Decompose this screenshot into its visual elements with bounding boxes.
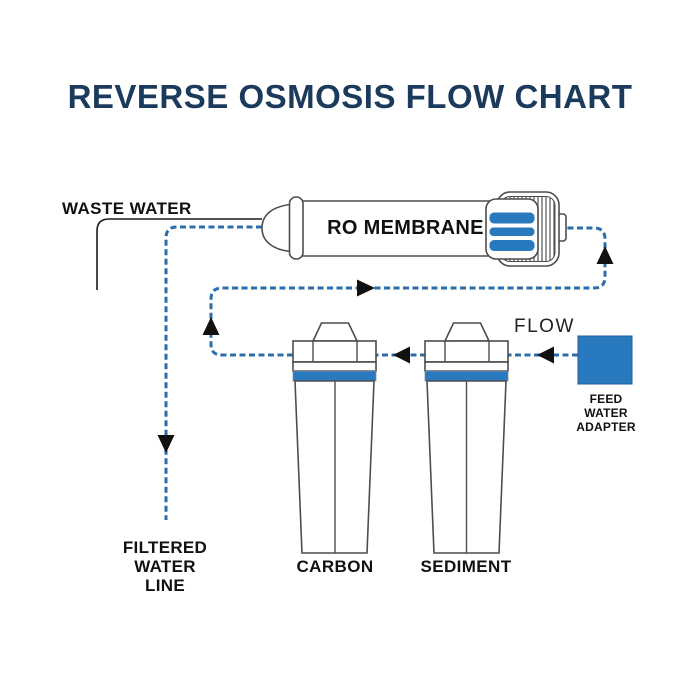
- main-flow-line: [209, 226, 607, 357]
- arrow-up-icon: [202, 317, 220, 335]
- waste-water-line: [96, 218, 262, 290]
- feed-water-adapter-block: [577, 335, 633, 385]
- membrane-collar: [288, 196, 304, 260]
- carbon-filter-canister: [292, 322, 377, 554]
- flow-label: FLOW: [514, 316, 575, 337]
- carbon-label: CARBON: [296, 557, 374, 576]
- ro-membrane-housing: [261, 191, 567, 267]
- arrow-up-icon: [596, 246, 614, 264]
- membrane-blue-stripe: [489, 212, 535, 224]
- membrane-blue-stripe: [489, 240, 535, 251]
- waste-water-label: WASTE WATER: [62, 199, 192, 218]
- filtered-label-line: WATER: [134, 557, 196, 576]
- canister-collar: [292, 340, 377, 363]
- feed-water-adapter-label: FEED WATER ADAPTER: [553, 392, 659, 434]
- membrane-blue-stripe: [489, 227, 535, 236]
- feed-label-line: WATER: [584, 406, 628, 420]
- arrow-left-icon: [537, 346, 554, 364]
- canister-cap: [311, 322, 359, 342]
- arrow-left-icon: [393, 346, 410, 364]
- canister-blue-band: [424, 370, 509, 382]
- canister-cap: [443, 322, 491, 342]
- arrow-right-icon: [357, 279, 375, 297]
- ro-membrane-label: RO MEMBRANE: [327, 217, 484, 239]
- feed-label-line: ADAPTER: [576, 420, 636, 434]
- feed-label-line: FEED: [589, 392, 623, 406]
- filtered-water-line: [164, 225, 262, 520]
- sediment-filter-canister: [424, 322, 509, 554]
- filtered-water-line-label: FILTERED WATER LINE: [113, 538, 217, 595]
- canister-neck-band: [424, 361, 509, 372]
- canister-neck-band: [292, 361, 377, 372]
- sediment-label: SEDIMENT: [420, 557, 512, 576]
- canister-collar: [424, 340, 509, 363]
- filtered-label-line: LINE: [145, 576, 185, 595]
- page-title: REVERSE OSMOSIS FLOW CHART: [67, 78, 633, 115]
- canister-blue-band: [292, 370, 377, 382]
- filtered-label-line: FILTERED: [122, 538, 208, 557]
- arrow-down-icon: [157, 435, 175, 453]
